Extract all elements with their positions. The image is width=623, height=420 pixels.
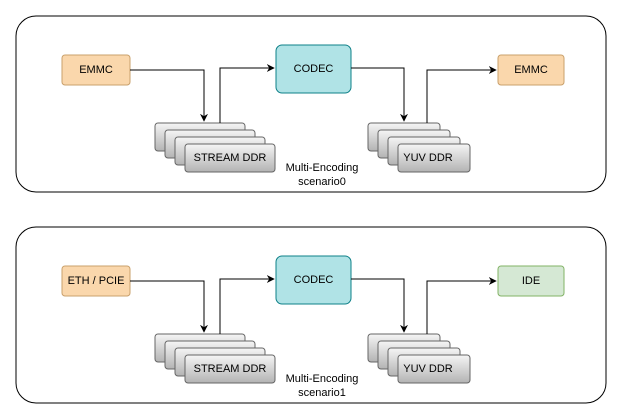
output-box xyxy=(497,54,565,86)
output-label: IDE xyxy=(522,275,540,287)
output-box xyxy=(497,265,565,297)
edge-codec-to-yuv xyxy=(351,67,408,122)
stream-ddr-label: STREAM DDR xyxy=(194,363,267,375)
edge-stream-to-codec xyxy=(219,64,275,123)
edge-input-to-stream xyxy=(130,280,208,333)
codec-label: CODEC xyxy=(294,63,334,75)
input-label: EMMC xyxy=(79,64,113,76)
scenario-caption-name: scenario0 xyxy=(298,176,346,188)
scenario-0: EMMC CODEC EMMC STREAM DDR YUV DDR Multi-Enco… xyxy=(15,15,607,193)
edge-yuv-to-output xyxy=(426,66,497,123)
yuv-ddr-stack xyxy=(367,122,471,173)
stream-ddr-stack-layer xyxy=(184,354,276,384)
scenario-1: ETH / PCIE CODEC IDE STREAM DDR YUV DDR Multi… xyxy=(15,226,607,404)
input-label: ETH / PCIE xyxy=(68,275,125,287)
edge-input-to-stream xyxy=(130,69,208,122)
scenario-caption-title: Multi-Encoding xyxy=(286,373,359,385)
edge-stream-to-codec xyxy=(219,275,275,334)
stream-ddr-label: STREAM DDR xyxy=(194,152,267,164)
codec-box xyxy=(275,44,352,94)
stream-ddr-stack xyxy=(154,122,276,173)
yuv-ddr-stack xyxy=(367,333,471,384)
stream-ddr-stack-layer xyxy=(184,143,276,173)
yuv-ddr-stack-layer xyxy=(397,354,471,384)
scenario-caption-name: scenario1 xyxy=(298,387,346,399)
output-label: EMMC xyxy=(514,64,548,76)
yuv-ddr-label: YUV DDR xyxy=(403,363,453,375)
scenario-caption-title: Multi-Encoding xyxy=(286,162,359,174)
codec-label: CODEC xyxy=(294,274,334,286)
edge-yuv-to-output xyxy=(426,277,497,334)
yuv-ddr-label: YUV DDR xyxy=(403,152,453,164)
codec-box xyxy=(275,255,352,305)
stream-ddr-stack xyxy=(154,333,276,384)
edge-codec-to-yuv xyxy=(351,278,408,333)
yuv-ddr-stack-layer xyxy=(397,143,471,173)
